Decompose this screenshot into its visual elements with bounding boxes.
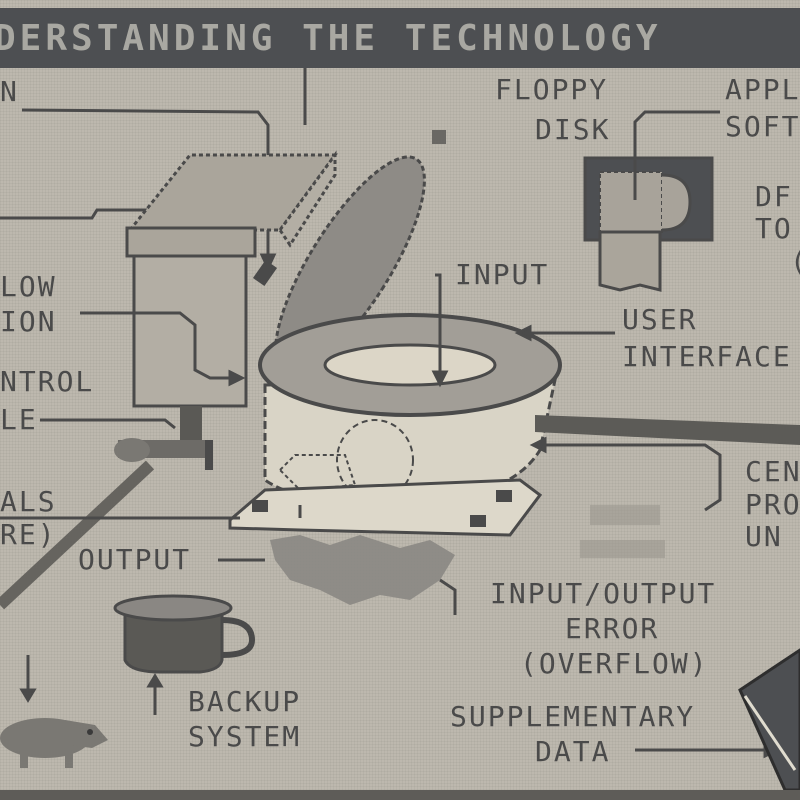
arrow-head-icon: [514, 324, 532, 342]
label-io-error-line2: ERROR: [565, 612, 660, 645]
label-peripherals-line2: RE): [0, 518, 57, 551]
plunger-icon: [0, 460, 155, 610]
leader-line: [540, 443, 722, 512]
faint-splash-icon: [580, 505, 665, 558]
flush-handle-icon: [252, 259, 278, 287]
bolt-icon: [496, 490, 512, 502]
label-output: OUTPUT: [78, 543, 192, 576]
label-applications-line2: SOFT: [725, 110, 800, 143]
label-cpu-line1: CEN: [745, 455, 800, 488]
label-cpu-line2: PRO: [745, 488, 800, 521]
leader-line: [80, 311, 235, 380]
label-io-error-line3: (OVERFLOW): [520, 647, 709, 680]
label-control-line1: NTROL: [0, 365, 95, 398]
label-overflow-option-line1: LOW: [0, 270, 57, 303]
label-floppy-line2: DISK: [535, 113, 611, 146]
label-control-line2: LE: [0, 403, 38, 436]
drain-pipe-icon: [535, 415, 800, 445]
label-backup-line2: SYSTEM: [188, 720, 302, 753]
label-overflow-option-line2: ION: [0, 305, 57, 338]
bolt-icon: [252, 500, 268, 512]
screen-bezel: [0, 790, 800, 800]
label-backup-line1: BACKUP: [188, 685, 302, 718]
label-io-error-line1: INPUT/OUTPUT: [490, 577, 717, 610]
toilet-bowl-icon: [258, 313, 562, 507]
toilet-paper-icon: [583, 156, 714, 292]
label-peripherals-line1: ALS: [0, 485, 57, 518]
label-top-left: N: [0, 75, 19, 108]
book-icon: [738, 648, 800, 790]
overflow-splash-icon: [270, 535, 455, 605]
leader-line: [0, 208, 185, 220]
label-input: INPUT: [455, 258, 550, 291]
label-applications-line1: APPL: [725, 73, 800, 106]
label-cpu-line3: UN: [745, 520, 783, 553]
toilet-tank-icon: [125, 150, 338, 408]
label-supplementary-line2: DATA: [535, 735, 611, 768]
label-documentation-line2: TO: [755, 212, 793, 245]
leader-line: [40, 418, 176, 430]
label-user-interface-line1: USER: [622, 303, 698, 336]
label-documentation-line1: DF: [755, 180, 793, 213]
rat-icon: [0, 718, 108, 768]
page-title: DERSTANDING THE TECHNOLOGY: [0, 18, 662, 59]
leader-line: [439, 578, 457, 615]
arrow-head-icon: [19, 688, 37, 703]
arrow-head-icon: [228, 369, 246, 387]
label-supplementary-line1: SUPPLEMENTARY: [450, 700, 696, 733]
pixel-dot: [432, 130, 446, 144]
leader-line: [633, 110, 720, 200]
book-page-edge: [743, 695, 797, 771]
bolt-icon: [470, 515, 486, 527]
toilet-base-icon: [228, 478, 543, 537]
arrow-head-icon: [146, 673, 164, 688]
leader-line: [435, 273, 442, 378]
coffee-cup-icon: [113, 594, 256, 674]
title-bar: DERSTANDING THE TECHNOLOGY: [0, 8, 800, 68]
arrow-head-icon: [431, 370, 449, 388]
water-supply-icon: [114, 406, 213, 470]
arrow-head-icon: [529, 436, 547, 454]
label-user-interface-line2: INTERFACE: [622, 340, 792, 373]
label-documentation-line3: (: [790, 245, 800, 279]
label-floppy-line1: FLOPPY: [495, 73, 609, 106]
